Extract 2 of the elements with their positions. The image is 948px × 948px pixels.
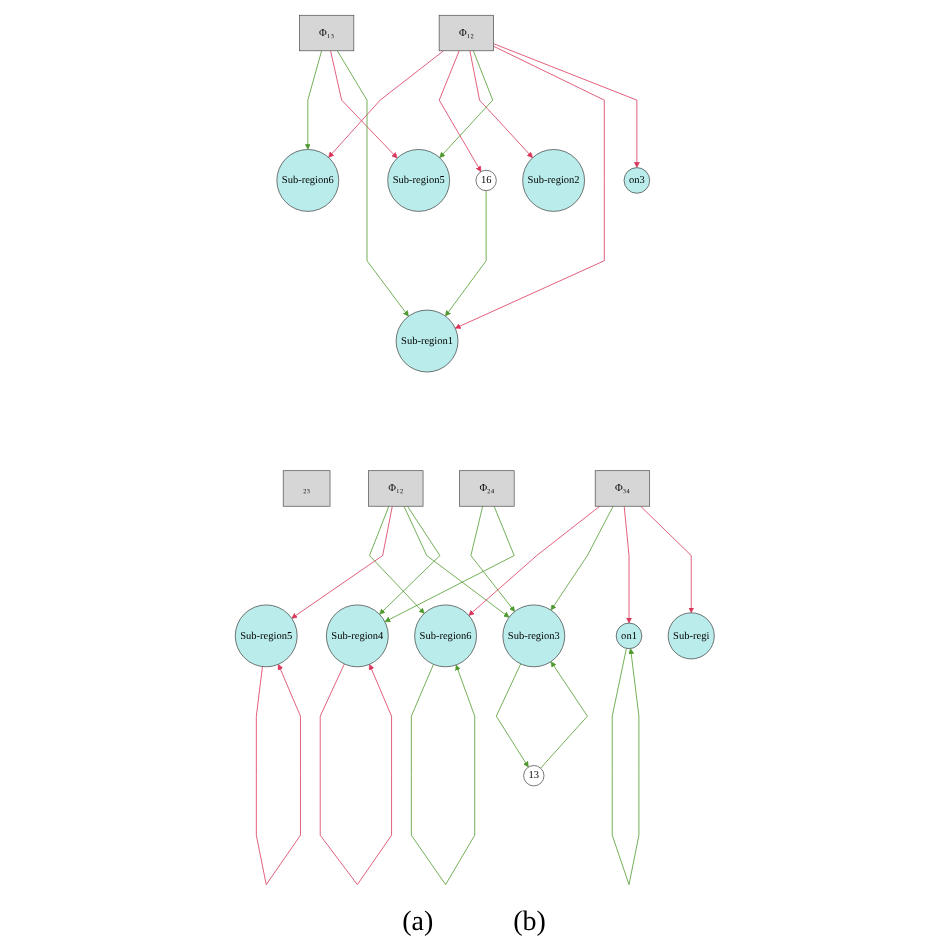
panel-label: (a): [402, 908, 434, 940]
panel-label: (b): [513, 908, 546, 940]
